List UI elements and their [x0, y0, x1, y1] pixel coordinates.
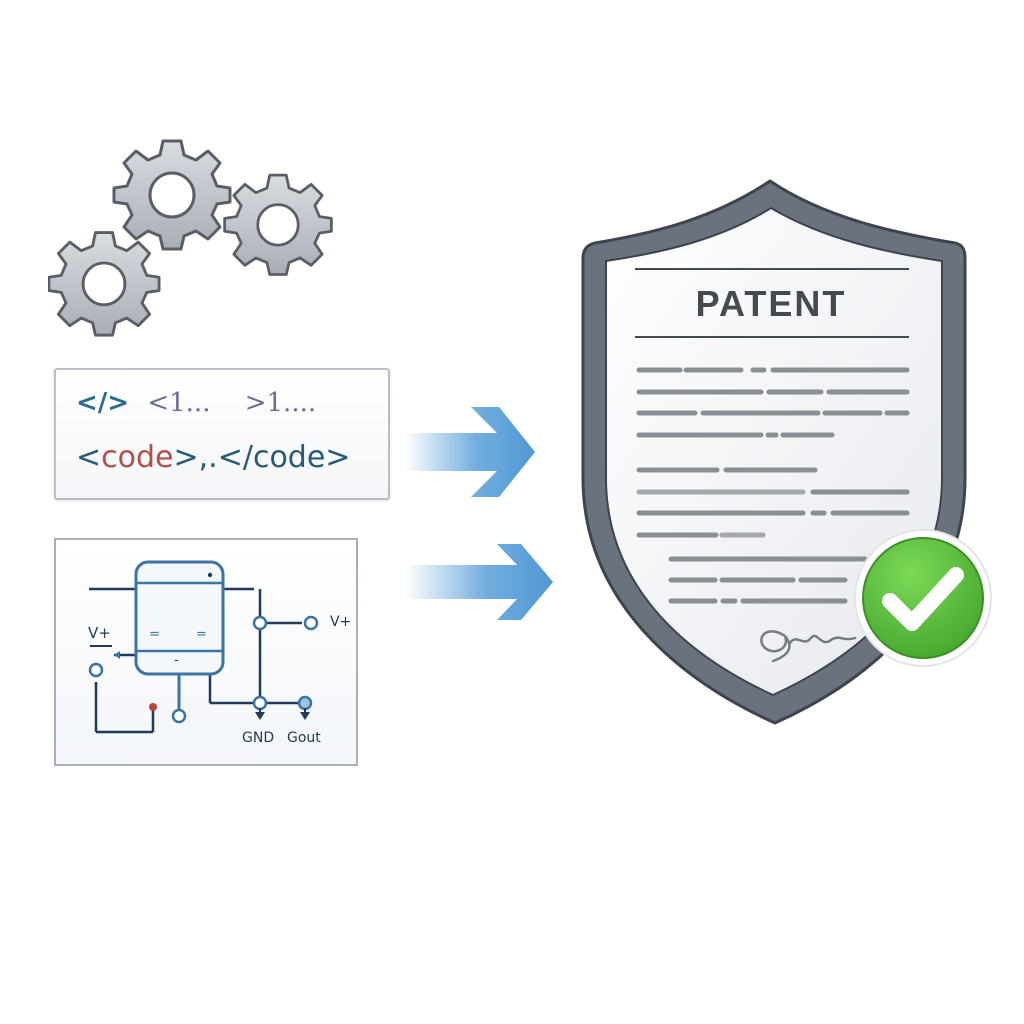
- code-text-b: >1....: [244, 388, 317, 418]
- checkmark-icon: [854, 529, 992, 667]
- gear-icon-top: [112, 139, 232, 251]
- chip-icon: [134, 560, 225, 676]
- gears-icon: [48, 139, 333, 337]
- gear-icon-right: [223, 173, 333, 276]
- code-text-a: <1...: [147, 388, 211, 418]
- gear-icon-left: [48, 231, 161, 337]
- arrow-right-icon: [405, 544, 553, 620]
- chip-mark-bottom: -: [174, 653, 179, 668]
- patent-title: PATENT: [696, 283, 847, 324]
- circuit-schematic: [88, 560, 319, 734]
- code-snippet-panel: </> <1... >1.... <code>,.</code>: [54, 368, 390, 500]
- gout-label: Gout: [287, 730, 321, 746]
- signature-icon: [760, 630, 857, 663]
- vplus-right-label: V+: [330, 614, 352, 630]
- code-line-2: <code>,.</code>: [76, 440, 351, 475]
- vplus-left-label: V+: [88, 624, 111, 642]
- code-line-1: </> <1... >1....: [76, 388, 316, 418]
- circuit-diagram-panel: V+ = = - V+ GND Gout: [54, 538, 358, 766]
- gnd-label: GND: [242, 730, 275, 746]
- chip-mark-left: =: [149, 627, 160, 642]
- chip-mark-right: =: [196, 627, 207, 642]
- arrow-right-icon: [405, 407, 535, 497]
- code-tag-name: code: [101, 440, 174, 475]
- code-close-tag: </code>: [217, 440, 351, 475]
- code-tag-icon: </>: [76, 388, 130, 418]
